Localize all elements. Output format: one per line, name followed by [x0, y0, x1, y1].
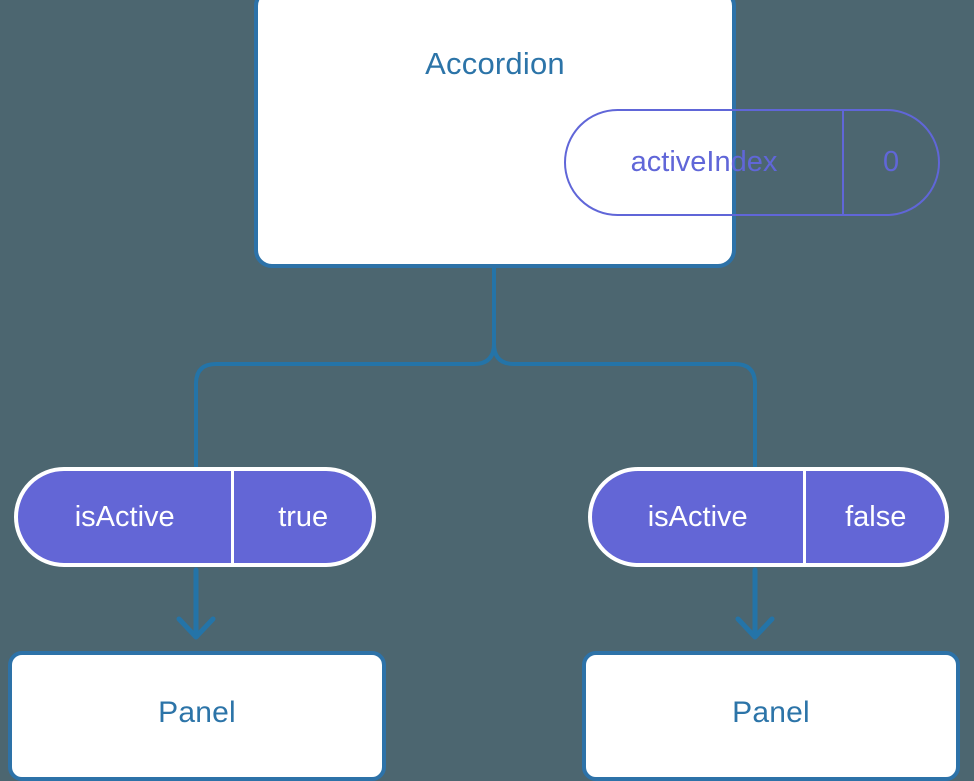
- prop-pill-left-value: true: [231, 471, 372, 563]
- prop-pill-isactive-left: isActive true: [14, 467, 376, 567]
- arrow-right-head: [735, 616, 775, 640]
- arrow-left-head: [176, 616, 216, 640]
- state-pill-key: activeIndex: [630, 146, 778, 178]
- panel-left-title: Panel: [158, 696, 236, 729]
- prop-pill-right-value: false: [803, 471, 945, 563]
- tree-bus-path: [194, 264, 496, 469]
- accordion-title: Accordion: [425, 46, 565, 81]
- panel-component-card-left: Panel: [8, 651, 386, 781]
- prop-pill-isactive-right: isActive false: [588, 467, 949, 567]
- prop-pill-right-key: isActive: [647, 500, 748, 533]
- state-pill-activeindex: activeIndex 0: [564, 109, 940, 216]
- prop-pill-left-key: isActive: [74, 500, 175, 533]
- accordion-component-card: Accordion activeIndex 0: [254, 0, 940, 268]
- tree-bus-path-right: [492, 264, 757, 469]
- panel-right-title: Panel: [732, 696, 810, 729]
- state-pill-value: 0: [842, 111, 938, 214]
- panel-component-card-right: Panel: [582, 651, 960, 781]
